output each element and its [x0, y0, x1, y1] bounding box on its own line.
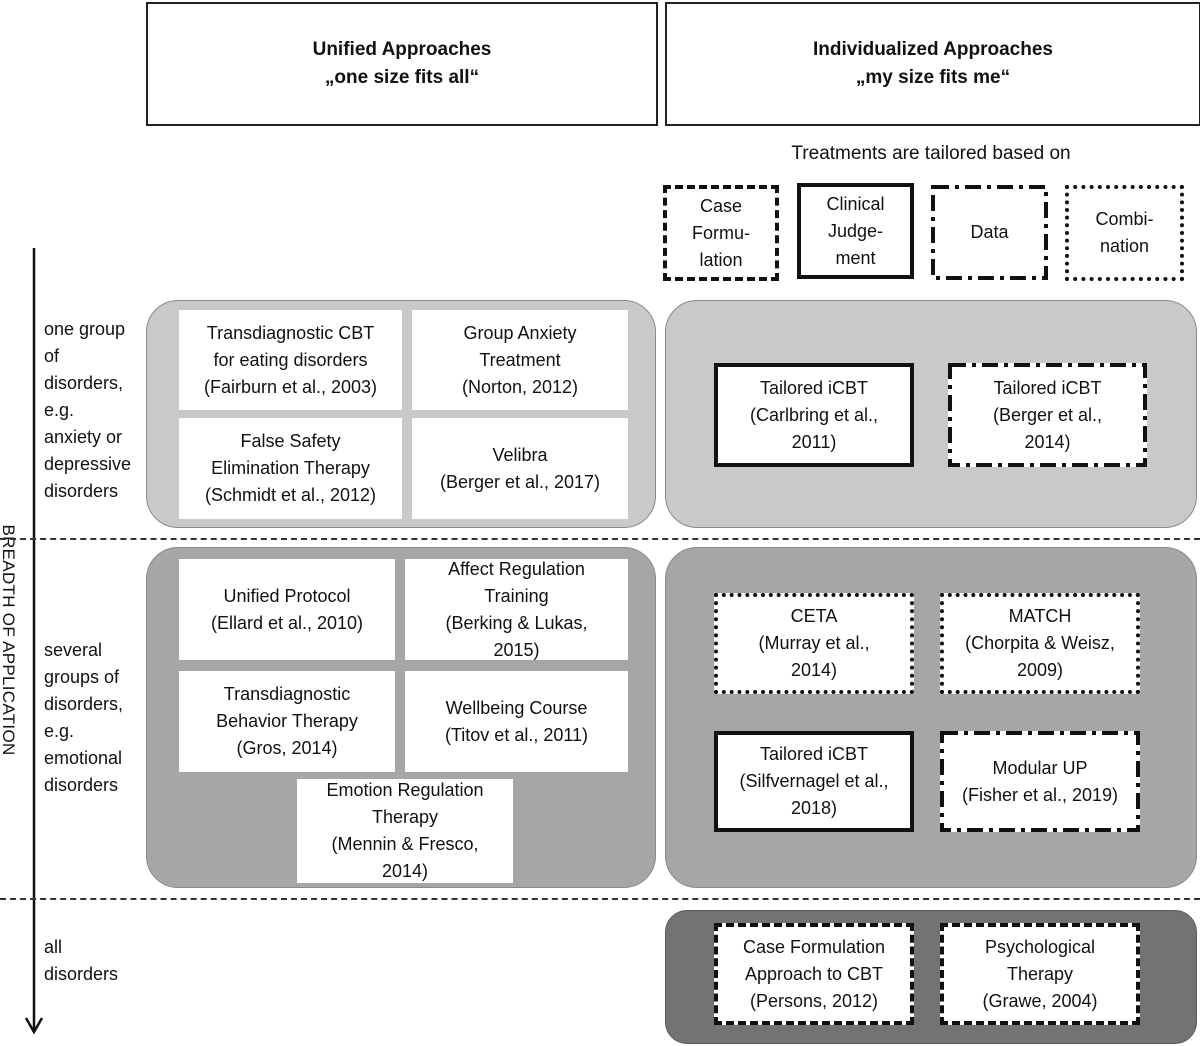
treatment-card-dotted: MATCH (Chorpita & Weisz, 2009) — [940, 593, 1140, 694]
treatment-text: Transdiagnostic Behavior Therapy (Gros, … — [216, 684, 358, 758]
dash-dot-border — [948, 363, 1147, 467]
treatment-card: Wellbeing Course (Titov et al., 2011) — [405, 671, 628, 772]
treatment-card-dashed: Case Formulation Approach to CBT (Person… — [714, 923, 914, 1025]
treatment-text: Tailored iCBT (Berger et al., 2014) — [992, 377, 1103, 452]
individualized-title: Individualized Approaches — [812, 39, 1053, 60]
treatment-text: Velibra (Berger et al., 2017) — [439, 444, 601, 492]
treatment-card: Emotion Regulation Therapy (Mennin & Fre… — [297, 779, 513, 883]
individualized-approaches-header: Individualized Approaches „my size fits … — [665, 2, 1200, 126]
individualized-subtitle: „my size fits me“ — [855, 67, 1011, 88]
row-divider — [0, 898, 1200, 900]
treatment-text: Tailored iCBT (Carlbring et al., 2011) — [749, 377, 879, 452]
treatment-text: Case Formulation Approach to CBT (Person… — [742, 936, 886, 1011]
treatment-card: Transdiagnostic Behavior Therapy (Gros, … — [179, 671, 395, 772]
dash-dot-border — [931, 185, 1048, 280]
breadth-of-application-label: BREADTH OF APPLICATION — [0, 524, 18, 756]
legend-label: Case Formu- lation — [692, 195, 750, 270]
legend-caption: Treatments are tailored based on — [791, 143, 1071, 164]
treatment-text: Tailored iCBT (Silfvernagel et al., 2018… — [739, 744, 889, 818]
unified-subtitle: „one size fits all“ — [324, 67, 480, 88]
treatment-card: Unified Protocol (Ellard et al., 2010) — [179, 559, 395, 660]
legend-clinical-judgement: Clinical Judge- ment — [797, 183, 914, 279]
treatment-card-dash-dot: Modular UP (Fisher et al., 2019) — [940, 731, 1140, 832]
treatment-card-solid: Tailored iCBT (Carlbring et al., 2011) — [714, 363, 914, 467]
legend-label: Data — [970, 222, 1009, 242]
treatment-text: MATCH (Chorpita & Weisz, 2009) — [965, 606, 1115, 680]
treatment-card: Velibra (Berger et al., 2017) — [412, 418, 628, 519]
treatment-text: Transdiagnostic CBT for eating disorders… — [203, 322, 378, 397]
legend-combination: Combi- nation — [1065, 185, 1184, 281]
legend-case-formulation: Case Formu- lation — [663, 185, 779, 281]
treatment-card-dotted: CETA (Murray et al., 2014) — [714, 593, 914, 694]
treatment-text: Group Anxiety Treatment (Norton, 2012) — [461, 322, 579, 397]
treatment-text: False Safety Elimination Therapy (Schmid… — [204, 431, 377, 505]
treatment-text: Unified Protocol (Ellard et al., 2010) — [210, 585, 364, 633]
treatment-text: Modular UP (Fisher et al., 2019) — [961, 757, 1119, 805]
treatment-text: Affect Regulation Training (Berking & Lu… — [445, 558, 588, 660]
row-label-all: all disorders — [44, 937, 119, 984]
unified-title: Unified Approaches — [312, 39, 492, 60]
treatment-card-solid: Tailored iCBT (Silfvernagel et al., 2018… — [714, 731, 914, 832]
treatment-text: Emotion Regulation Therapy (Mennin & Fre… — [326, 780, 484, 881]
dash-dot-border — [940, 731, 1140, 832]
treatment-text: Psychological Therapy (Grawe, 2004) — [982, 936, 1098, 1011]
breadth-axis-arrow — [24, 248, 44, 1035]
treatment-card: False Safety Elimination Therapy (Schmid… — [179, 418, 402, 519]
treatment-text: CETA (Murray et al., 2014) — [758, 606, 870, 680]
treatment-card: Affect Regulation Training (Berking & Lu… — [405, 559, 628, 660]
treatment-card: Transdiagnostic CBT for eating disorders… — [179, 310, 402, 410]
unified-approaches-header: Unified Approaches „one size fits all“ — [146, 2, 658, 126]
treatment-text: Wellbeing Course (Titov et al., 2011) — [444, 697, 589, 745]
row-label-several-groups: several groups of disorders, e.g. emotio… — [44, 640, 124, 795]
treatment-card: Group Anxiety Treatment (Norton, 2012) — [412, 310, 628, 410]
treatment-card-dash-dot: Tailored iCBT (Berger et al., 2014) — [948, 363, 1147, 467]
legend-label: Clinical Judge- ment — [826, 193, 885, 268]
legend-label: Combi- nation — [1095, 209, 1154, 256]
treatment-card-dashed: Psychological Therapy (Grawe, 2004) — [940, 923, 1140, 1025]
row-divider — [0, 538, 1200, 540]
row-label-one-group: one group of disorders, e.g. anxiety or … — [44, 319, 132, 501]
legend-data: Data — [931, 185, 1048, 280]
